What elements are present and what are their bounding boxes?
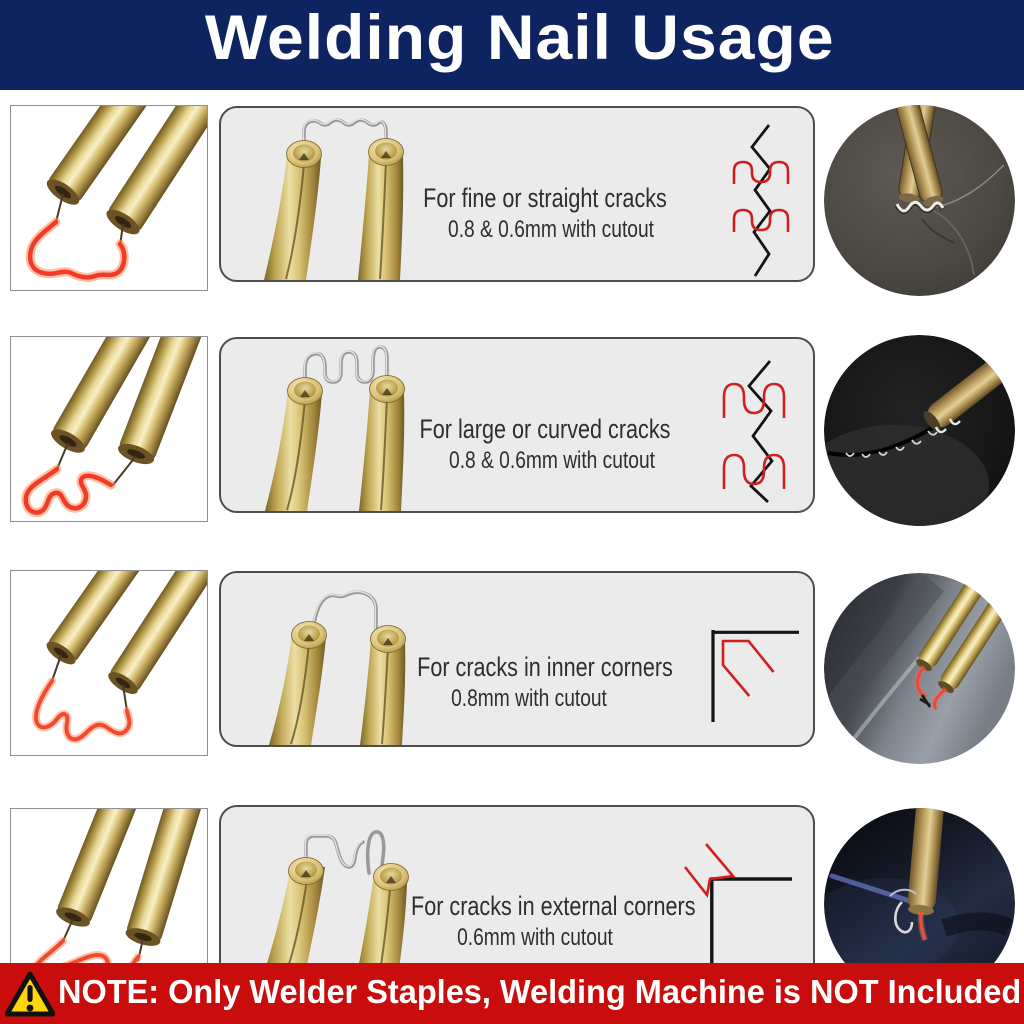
brass-electrode-pair-icon <box>46 106 207 235</box>
red-hot-staple-icon <box>25 217 129 282</box>
wire-left <box>55 193 64 223</box>
red-staple-icon <box>683 843 736 899</box>
crack-zigzag-icon <box>747 360 774 504</box>
application-art-1 <box>824 105 1015 296</box>
electrode-staple-art-1 <box>25 106 207 282</box>
red-staple-icon <box>732 160 790 184</box>
application-art-4 <box>824 808 1015 999</box>
red-staple-icon <box>722 453 786 489</box>
silver-staple-icon <box>302 118 388 154</box>
usage-row-external-corners: For cracks in external corners 0.6mm wit… <box>0 805 1024 999</box>
crack-line <box>921 218 955 244</box>
silver-staple-icon <box>934 418 961 434</box>
wire-right <box>112 455 137 486</box>
red-hot-wire <box>919 911 927 941</box>
external-corner-diagram <box>683 843 792 967</box>
brass-electrode <box>46 571 168 665</box>
card-art-4 <box>262 830 792 979</box>
wire-left <box>56 442 69 470</box>
card-text-2: For large or curved cracks 0.8 & 0.6mm w… <box>385 414 705 476</box>
red-hot-staple-icon <box>21 464 116 518</box>
crack-line <box>933 210 975 276</box>
usage-card-4: For cracks in external corners 0.6mm wit… <box>219 805 815 981</box>
card-electrodes-icon <box>262 830 409 979</box>
corner-icon <box>711 630 799 722</box>
corner-icon <box>710 877 792 967</box>
electrode-staple-photo-2 <box>10 336 208 522</box>
warning-triangle-icon <box>5 971 55 1017</box>
note-text: NOTE: Only Welder Staples, Welding Machi… <box>58 972 1022 1010</box>
page-title: Welding Nail Usage <box>205 3 835 73</box>
application-art-2 <box>824 335 1015 526</box>
card-electrodes-icon <box>269 590 406 745</box>
brass-electrode <box>51 337 176 453</box>
electrode-staple-photo-3 <box>10 570 208 756</box>
wire-right <box>122 684 128 712</box>
brass-electrode <box>108 571 207 694</box>
crack-zigzag-icon <box>750 124 772 277</box>
usage-subtitle-4: 0.6mm with cutout <box>457 924 613 951</box>
crack-line <box>935 164 1005 208</box>
inner-corner-diagram <box>711 630 799 722</box>
card-electrodes-icon <box>264 118 404 280</box>
brass-electrode <box>125 809 207 946</box>
red-staple-icon <box>722 382 786 418</box>
usage-row-curved-cracks: For large or curved cracks 0.8 & 0.6mm w… <box>0 335 1024 526</box>
brass-electrode <box>118 337 207 465</box>
card-text-1: For fine or straight cracks 0.8 & 0.6mm … <box>385 183 705 245</box>
light-streak <box>850 655 922 743</box>
card-electrodes-icon <box>265 345 405 511</box>
electrode-staple-art-3 <box>32 571 207 744</box>
application-photo-3 <box>824 573 1015 764</box>
wire-left <box>51 654 62 682</box>
usage-row-inner-corners: For cracks in inner corners 0.8mm with c… <box>0 570 1024 764</box>
seam-staples <box>845 430 938 458</box>
usage-card-1: For fine or straight cracks 0.8 & 0.6mm … <box>219 106 815 282</box>
pillar-shadow <box>824 574 945 731</box>
card-text-4: For cracks in external corners 0.6mm wit… <box>385 891 705 953</box>
red-hot-staple-icon <box>32 677 134 744</box>
usage-row-fine-cracks: For fine or straight cracks 0.8 & 0.6mm … <box>0 105 1024 296</box>
usage-subtitle-2: 0.8 & 0.6mm with cutout <box>449 447 655 474</box>
card-text-3: For cracks in inner corners 0.8mm with c… <box>385 652 705 714</box>
application-photo-1 <box>824 105 1015 296</box>
silver-staple-icon <box>894 901 914 934</box>
silver-staple-icon <box>895 200 945 213</box>
usage-title-1: For fine or straight cracks <box>423 183 667 213</box>
application-photo-4 <box>824 808 1015 999</box>
brass-electrode <box>56 809 160 927</box>
wire-left <box>62 918 74 942</box>
application-photo-2 <box>824 335 1015 526</box>
electrode-staple-art-2 <box>21 337 207 518</box>
curved-crack-diagram <box>722 360 786 504</box>
usage-subtitle-3: 0.8mm with cutout <box>451 685 607 712</box>
silver-staple-icon <box>311 590 378 635</box>
usage-card-2: For large or curved cracks 0.8 & 0.6mm w… <box>219 337 815 513</box>
title-banner: Welding Nail Usage <box>0 0 1024 90</box>
usage-title-4: For cracks in external corners <box>411 891 696 921</box>
card-art-3 <box>269 590 799 745</box>
silver-staple-icon <box>304 830 386 877</box>
usage-title-3: For cracks in inner corners <box>417 652 673 682</box>
electrode-tip <box>907 808 945 916</box>
silver-arc <box>889 888 917 897</box>
silver-staple-icon <box>303 345 389 391</box>
usage-subtitle-1: 0.8 & 0.6mm with cutout <box>448 216 654 243</box>
dark-staple <box>919 694 932 708</box>
note-banner: NOTE: Only Welder Staples, Welding Machi… <box>0 963 1024 1024</box>
straight-crack-diagram <box>732 124 790 277</box>
red-staple-icon <box>721 639 775 697</box>
red-staple-icon <box>732 208 790 232</box>
usage-title-2: For large or curved cracks <box>419 414 671 444</box>
card-art-1 <box>264 118 790 280</box>
application-art-3 <box>824 573 1015 764</box>
electrode-staple-photo-1 <box>10 105 208 291</box>
card-art-2 <box>265 345 786 511</box>
usage-card-3: For cracks in inner corners 0.8mm with c… <box>219 571 815 747</box>
